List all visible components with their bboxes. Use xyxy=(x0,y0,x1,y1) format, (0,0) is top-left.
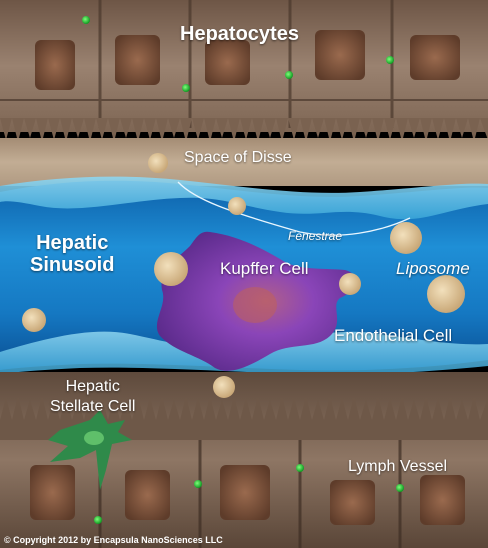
hepatocyte-borders-top xyxy=(0,0,488,128)
label-hepatic-stellate-cell: Hepatic Stellate Cell xyxy=(50,378,136,415)
liposome-5 xyxy=(339,273,361,295)
stellate-cell xyxy=(48,410,132,490)
copyright-notice: © Copyright 2012 by Encapsula NanoScienc… xyxy=(4,535,223,545)
fenestrae-line xyxy=(177,181,411,236)
hepatocyte-nuclei-top xyxy=(35,30,460,90)
liposome-1 xyxy=(148,153,168,173)
microvilli-bottom xyxy=(0,396,488,440)
label-space-of-disse: Space of Disse xyxy=(184,149,292,166)
stellate-nucleus xyxy=(84,431,104,445)
kupffer-nucleus xyxy=(233,287,277,323)
label-liposome: Liposome xyxy=(396,259,470,278)
label-hepatic-sinusoid: Hepatic Sinusoid xyxy=(30,232,115,276)
liposome-8 xyxy=(213,376,235,398)
label-endothelial-cell: Endothelial Cell xyxy=(334,326,453,345)
hepatocyte-nuclei-bottom xyxy=(30,465,465,525)
label-hepatocytes: Hepatocytes xyxy=(180,23,299,45)
liposomes xyxy=(22,153,465,398)
microvilli-top xyxy=(0,118,488,142)
label-lymph-vessel: Lymph Vessel xyxy=(348,458,448,475)
liposome-4 xyxy=(154,252,188,286)
liposome-2 xyxy=(228,197,246,215)
label-kupffer-cell: Kupffer Cell xyxy=(220,259,309,278)
label-fenestrae: Fenestrae xyxy=(288,229,343,243)
liposome-7 xyxy=(22,308,46,332)
liposome-6 xyxy=(427,275,465,313)
endothelial-lining-top xyxy=(0,176,488,220)
lymph-vessel-dots xyxy=(82,16,404,524)
liposome-3 xyxy=(390,222,422,254)
